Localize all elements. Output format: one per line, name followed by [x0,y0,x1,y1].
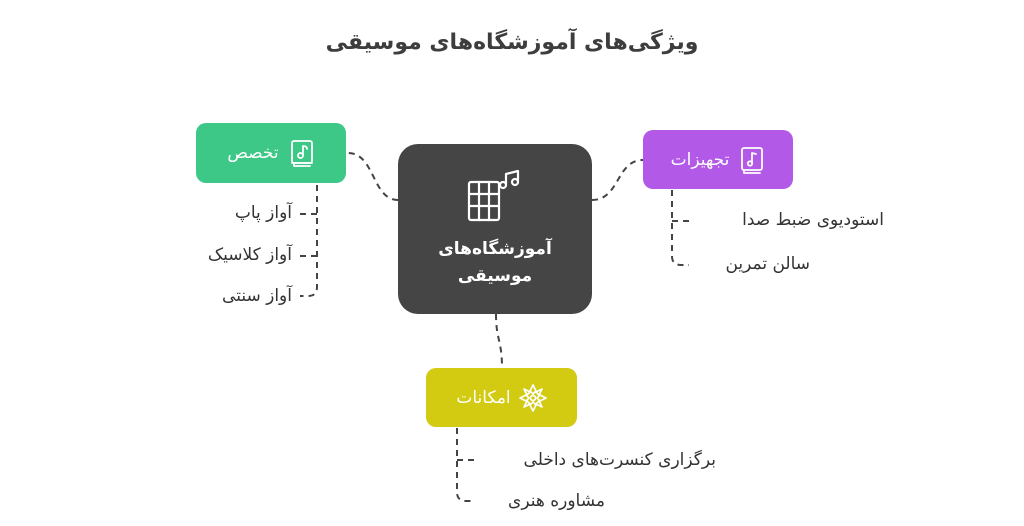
diagram-title: ویژگی‌های آموزشگاه‌های موسیقی [325,30,699,55]
central-topic-label: آموزشگاه‌های موسیقی [398,236,592,290]
equipment-item: سالن تمرین [725,254,810,274]
connector-equipment-items [671,190,689,266]
connector-specialty [347,152,399,201]
connector-specialty-items [300,185,318,297]
equipment-item: استودیوی ضبط صدا [742,210,884,230]
specialty-item: آواز کلاسیک [207,245,292,265]
specialty-item: آواز پاپ [234,203,292,223]
facilities-item: برگزاری کنسرت‌های داخلی [523,450,716,470]
node-facilities-label: امکانات [456,387,511,408]
music-note-book-icon [739,146,765,174]
music-books-icon [466,168,524,230]
ornament-icon [518,383,547,412]
connector-facilities [495,313,503,369]
connector-facilities-items [456,428,474,502]
node-equipment-label: تجهیزات [670,149,730,170]
node-facilities: امکانات [426,368,577,427]
music-book-icon [289,139,315,167]
facilities-item: مشاوره هنری [508,491,605,511]
node-specialty: تخصص [196,123,346,183]
node-specialty-label: تخصص [227,143,279,163]
central-topic-line-1: آموزشگاه‌های [438,239,552,259]
specialty-item: آواز سنتی [222,286,292,306]
node-equipment: تجهیزات [643,130,793,189]
central-topic: آموزشگاه‌های موسیقی [398,144,592,314]
central-topic-line-2: موسیقی [457,266,533,286]
connector-equipment [591,159,644,201]
